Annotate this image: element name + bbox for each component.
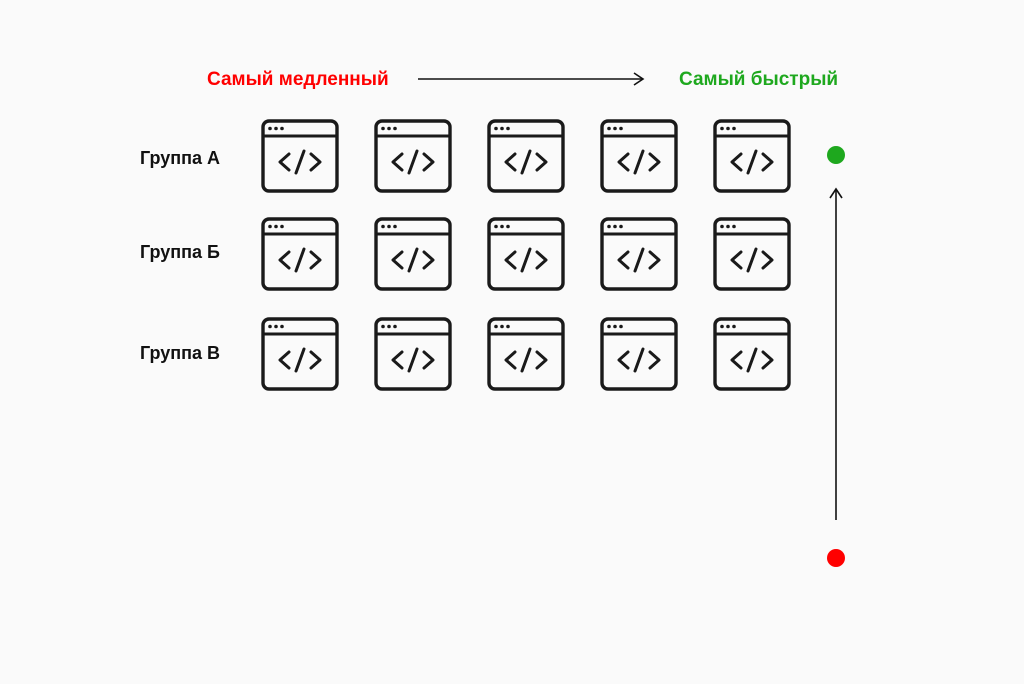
code-window-icon [600, 217, 678, 291]
slowest-label: Самый медленный [207, 69, 389, 90]
code-tile [486, 215, 566, 293]
code-window-icon [374, 119, 452, 193]
code-window-icon [261, 317, 339, 391]
code-tile [599, 315, 679, 393]
code-tile [486, 117, 566, 195]
code-window-icon [713, 119, 791, 193]
code-window-icon [487, 317, 565, 391]
code-window-icon [374, 217, 452, 291]
code-tile [712, 315, 792, 393]
group-a-label: Группа А [140, 148, 221, 168]
code-tile [260, 117, 340, 195]
slowest-dot [827, 549, 845, 567]
code-tile [599, 117, 679, 195]
code-tile [599, 215, 679, 293]
code-tile [373, 215, 453, 293]
code-tile [260, 215, 340, 293]
code-tile [373, 117, 453, 195]
code-tile [373, 315, 453, 393]
fastest-label: Самый быстрый [679, 69, 839, 90]
code-window-icon [261, 119, 339, 193]
code-tile [260, 315, 340, 393]
code-window-icon [600, 119, 678, 193]
code-window-icon [487, 217, 565, 291]
group-c-label: Группа В [140, 343, 221, 363]
code-window-icon [261, 217, 339, 291]
code-window-icon [713, 317, 791, 391]
code-tile [486, 315, 566, 393]
fastest-dot [827, 146, 845, 164]
group-b-label: Группа Б [140, 242, 220, 262]
code-window-icon [713, 217, 791, 291]
code-window-icon [600, 317, 678, 391]
code-window-icon [487, 119, 565, 193]
code-tile [712, 117, 792, 195]
code-tile [712, 215, 792, 293]
code-window-icon [374, 317, 452, 391]
